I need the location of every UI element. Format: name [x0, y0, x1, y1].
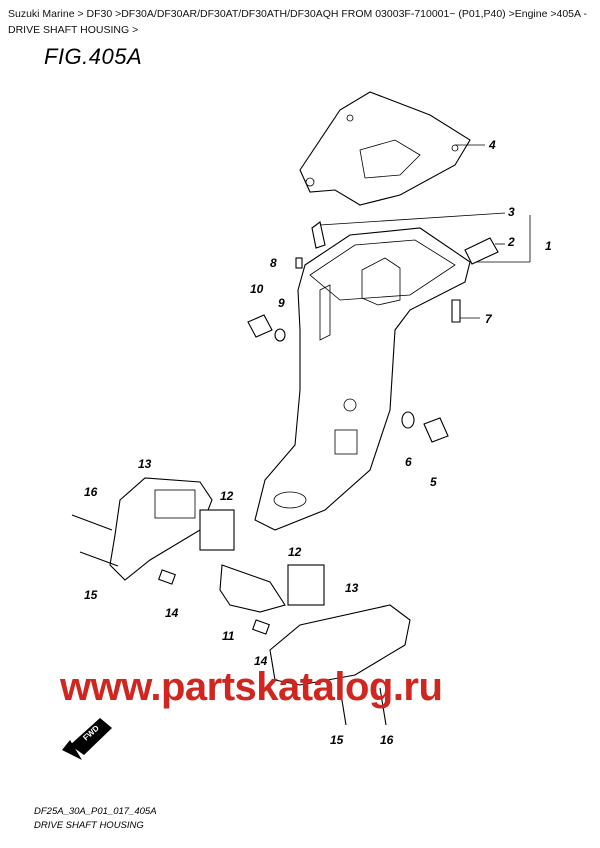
washer-part-9: [274, 328, 286, 342]
bolt-part-16-lower: [379, 687, 387, 726]
callout-2[interactable]: 2: [507, 235, 515, 249]
callout-10[interactable]: 10: [250, 282, 264, 296]
pin-part-14-left: [158, 569, 176, 585]
bolt-part-15-left: [79, 551, 119, 567]
gasket-part-4: [299, 91, 471, 206]
bracket-part-13-left: [109, 477, 213, 581]
callout-1[interactable]: 1: [545, 239, 552, 253]
callout-14-lower[interactable]: 14: [254, 654, 268, 668]
callout-15-left[interactable]: 15: [84, 588, 98, 602]
fwd-arrow-icon: [62, 718, 112, 760]
callout-13-left[interactable]: 13: [138, 457, 152, 471]
bolt-part-15-lower: [339, 687, 347, 726]
plug-part-2: [464, 237, 499, 265]
bracket-part-11: [219, 564, 286, 613]
pin-part-14-lower: [252, 619, 270, 635]
callout-8[interactable]: 8: [270, 256, 277, 270]
plug-part-3: [311, 221, 326, 249]
callout-3[interactable]: 3: [508, 205, 515, 219]
watermark: www.partskatalog.ru: [60, 665, 443, 709]
callout-13-right[interactable]: 13: [345, 581, 359, 595]
bolt-part-16-left: [71, 514, 113, 531]
damper-part-12-upper: [199, 509, 235, 551]
callout-7[interactable]: 7: [485, 312, 493, 326]
drive-shaft-housing-part-1: [254, 227, 471, 531]
bracket-part-13-right: [269, 604, 411, 686]
diagram-name: DRIVE SHAFT HOUSING: [34, 820, 144, 831]
callout-5[interactable]: 5: [430, 475, 437, 489]
callout-12-lower[interactable]: 12: [288, 545, 302, 559]
callout-6[interactable]: 6: [405, 455, 412, 469]
breadcrumb[interactable]: Suzuki Marine > DF30 >DF30A/DF30AR/DF30A…: [8, 8, 587, 36]
callout-9[interactable]: 9: [278, 296, 285, 310]
bolt-part-7: [451, 299, 461, 323]
figure-title: FIG.405A: [44, 44, 143, 69]
diagram-code: DF25A_30A_P01_017_405A: [34, 806, 157, 817]
pin-part-8: [295, 257, 303, 269]
callout-16-lower[interactable]: 16: [380, 733, 394, 747]
plug-part-5: [423, 417, 449, 443]
callout-12-upper[interactable]: 12: [220, 489, 234, 503]
callout-4[interactable]: 4: [488, 138, 496, 152]
damper-part-12-lower: [287, 564, 325, 606]
callout-16-left[interactable]: 16: [84, 485, 98, 499]
callout-11[interactable]: 11: [222, 629, 235, 643]
leader-3: [319, 212, 506, 226]
plug-part-10: [247, 314, 273, 338]
callout-14-left[interactable]: 14: [165, 606, 179, 620]
callout-15-lower[interactable]: 15: [330, 733, 344, 747]
washer-part-6: [401, 411, 415, 429]
